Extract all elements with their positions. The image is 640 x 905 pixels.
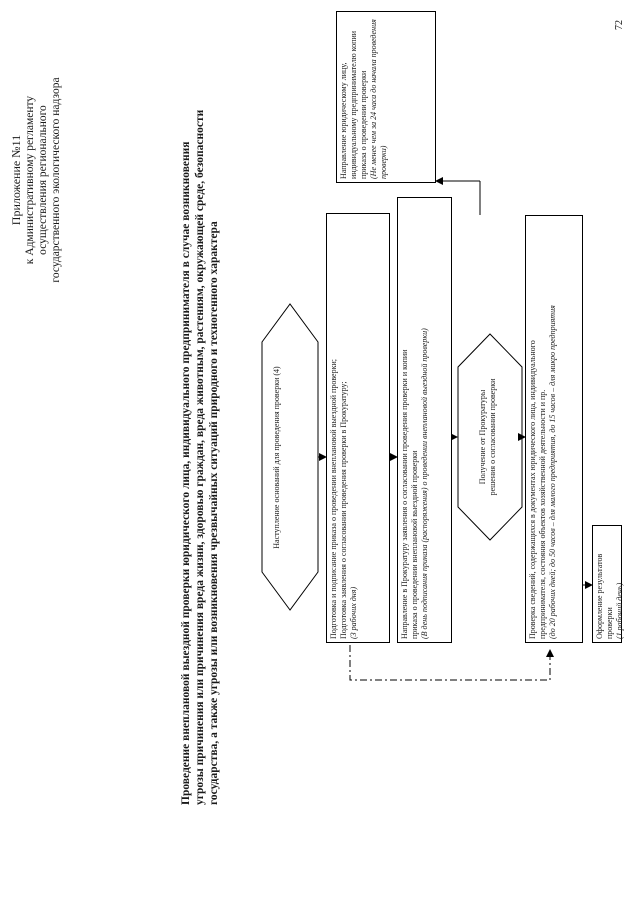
send-term: (В день подписания приказа (распоряжения… xyxy=(420,328,429,639)
start-hexagon xyxy=(261,303,319,611)
results-box: Оформление результатов проверки (1 рабоч… xyxy=(592,525,624,643)
send-to-prosecutor-box: Направление в Прокуратуру заявления о со… xyxy=(397,197,452,643)
check-term: (до 20 рабочих дней; до 50 часов – для м… xyxy=(548,305,557,639)
check-line2: предпринимателя, состояния объектов хозя… xyxy=(538,389,547,639)
notify-term: (Не менее чем за 24 часа до начала прове… xyxy=(369,19,388,179)
send-line2: приказа о проведении внеплановой выездно… xyxy=(410,450,419,639)
decision-step-text: Получение от Прокуратуры решения о согла… xyxy=(478,378,497,496)
results-term: (1 рабочий день) xyxy=(615,582,624,639)
results-text: Оформление результатов проверки xyxy=(595,553,614,639)
check-line1: Проверка сведений, содержащихся в докуме… xyxy=(528,340,537,639)
notify-text: Направление юридическому лицу, индивидуа… xyxy=(339,30,368,179)
prepare-order-box: Подготовка и подписание приказа о провед… xyxy=(326,213,390,643)
start-step-text: Наступление оснований для проведения про… xyxy=(272,366,281,549)
prepare-order-line2: Подготовка заявления о согласовании пров… xyxy=(339,381,348,639)
prepare-order-term: (3 рабочих дня) xyxy=(349,586,358,639)
notify-box: Направление юридическому лицу, индивидуа… xyxy=(336,11,436,183)
send-line1: Направление в Прокуратуру заявления о со… xyxy=(400,349,409,639)
document-check-box: Проверка сведений, содержащихся в докуме… xyxy=(525,215,583,643)
prepare-order-line1: Подготовка и подписание приказа о провед… xyxy=(329,359,338,639)
decision-hexagon xyxy=(457,333,523,541)
